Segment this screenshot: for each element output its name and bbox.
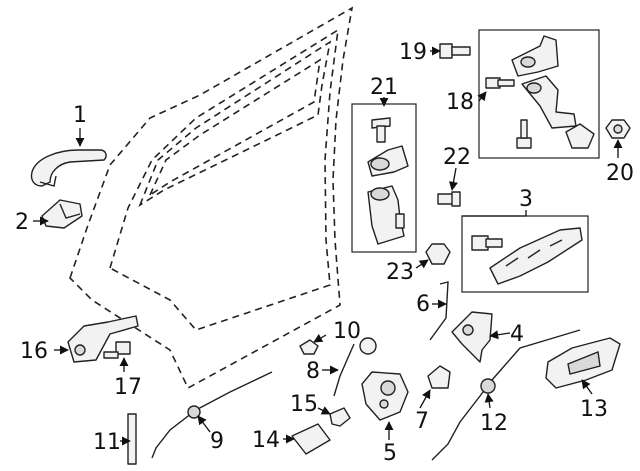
callout-20: 20	[606, 161, 634, 186]
part-bolt-22	[437, 191, 461, 207]
callout-12: 12	[480, 411, 508, 436]
callout-22: 22	[443, 145, 471, 170]
callout-13: 13	[580, 397, 608, 422]
part-bolt-17	[103, 341, 131, 359]
part-hinge-lower	[367, 185, 405, 245]
callout-3: 3	[519, 187, 533, 212]
part-rod-6	[429, 281, 449, 341]
part-door-check	[67, 315, 139, 363]
part-nut-23	[425, 243, 451, 265]
part-actuator-7	[427, 365, 451, 389]
callout-7: 7	[415, 409, 429, 434]
part-cable-clip-9	[187, 405, 201, 419]
part-bracket-14	[291, 423, 331, 455]
callout-15: 15	[290, 392, 318, 417]
callout-14: 14	[252, 428, 280, 453]
callout-6: 6	[416, 292, 430, 317]
callout-2: 2	[15, 210, 29, 235]
callout-23: 23	[386, 260, 414, 285]
part-bolt-18a	[485, 77, 515, 89]
part-bolt-19	[439, 43, 471, 59]
callout-11: 11	[93, 430, 121, 455]
part-cable-9	[151, 371, 273, 459]
callout-1: 1	[73, 103, 87, 128]
callout-8: 8	[306, 359, 320, 384]
callout-4: 4	[510, 322, 524, 347]
part-bolt-3	[471, 235, 503, 251]
part-clip-10	[299, 337, 377, 355]
callout-9: 9	[210, 429, 224, 454]
callout-19: 19	[399, 40, 427, 65]
part-bolt-18b	[516, 119, 532, 149]
part-check-bracket	[511, 35, 577, 129]
callout-17: 17	[114, 375, 142, 400]
part-hinge-upper	[367, 117, 409, 177]
part-reinforcement	[489, 227, 583, 285]
door-outline	[69, 6, 354, 390]
part-rod-8	[333, 343, 355, 397]
callout-labels: 1 2 3 4 5 6 7 8 9 10 11 12 13 14 15 16 1…	[15, 40, 634, 466]
callout-10: 10	[333, 319, 361, 344]
part-door-lock	[361, 371, 409, 421]
part-bushing-18	[565, 123, 595, 149]
leader-lines	[33, 46, 623, 446]
part-outside-handle	[30, 149, 107, 187]
callout-16: 16	[20, 339, 48, 364]
part-pin-11	[127, 413, 137, 465]
part-nut-20	[605, 119, 631, 139]
part-inside-handle	[545, 337, 621, 389]
callout-18: 18	[446, 90, 474, 115]
part-handle-cover	[41, 199, 83, 229]
part-clip-15	[329, 407, 351, 427]
part-cable-12	[431, 329, 581, 461]
part-cable-grommet-12	[480, 378, 496, 394]
part-latch-bracket	[451, 311, 493, 363]
callout-21: 21	[370, 75, 398, 100]
callout-5: 5	[383, 441, 397, 466]
